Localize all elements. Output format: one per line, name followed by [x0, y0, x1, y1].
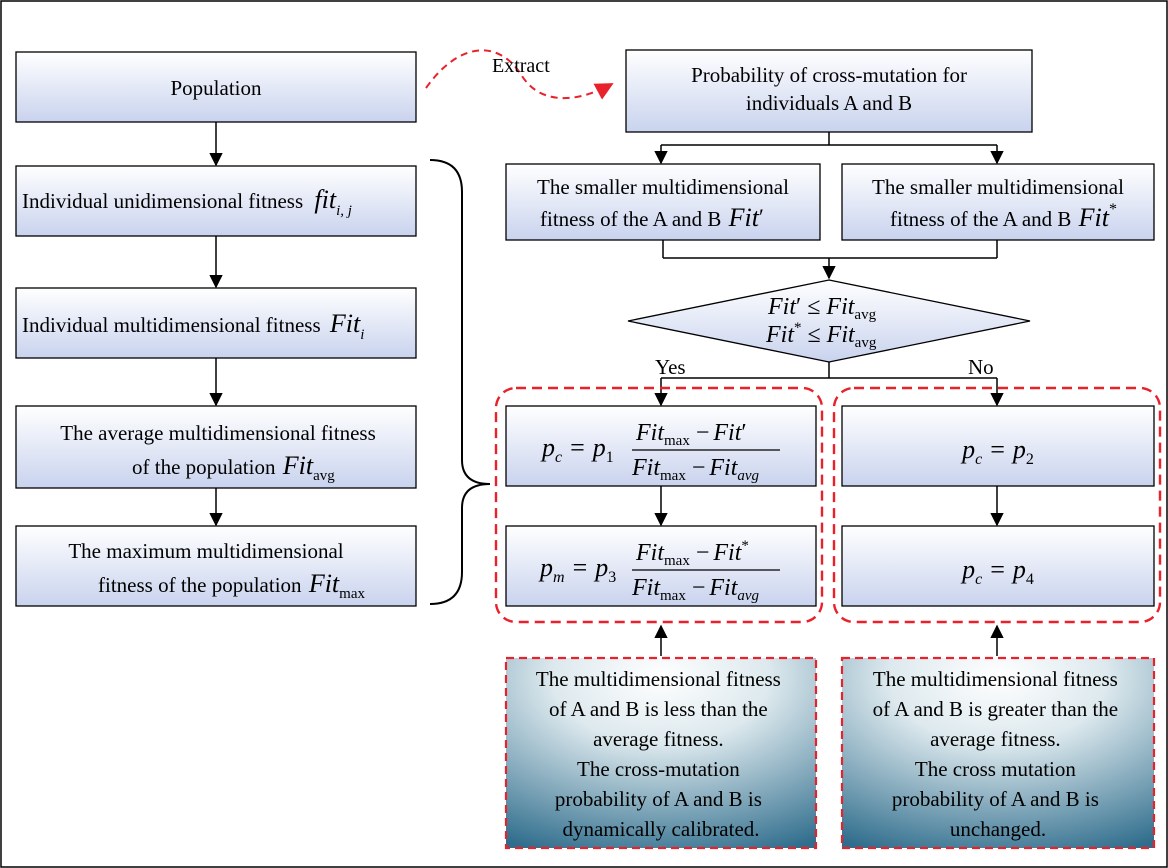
population-label: Population	[170, 76, 262, 100]
average-fitness-line1: The average multidimensional fitness	[60, 421, 376, 445]
note-right-text: The multidimensional fitness of A and B …	[873, 667, 1124, 841]
pc-formula-numerator: Fitmax−Fit′	[635, 420, 747, 449]
pc-p4-formula: pc=p4	[960, 555, 1034, 588]
smaller-b-line1: The smaller multidimensional	[872, 175, 1124, 199]
maximum-fitness-line1: The maximum multidimensional	[68, 539, 343, 563]
smaller-fitness-b-box: The smaller multidimensional fitness of …	[841, 163, 1155, 241]
unidim-fitness-label: Individual unidimensional fitness fiti, …	[22, 185, 352, 219]
pc-formula-lhs: pc=p1	[540, 433, 614, 466]
decision-diamond: Fit′≤Fitavg Fit*≤Fitavg	[627, 279, 1031, 363]
decision-condition-2: Fit*≤Fitavg	[765, 320, 877, 351]
extract-arrow	[425, 49, 614, 100]
pc-p2-box: pc=p2	[841, 405, 1155, 487]
no-label: No	[968, 355, 994, 379]
pm-formula-denominator: Fitmax−Fitavg	[631, 575, 760, 604]
probability-line2: individuals A and B	[746, 91, 912, 115]
multidim-fitness-label: Individual multidimensional fitness Fiti	[22, 309, 364, 343]
extract-label: Extract	[492, 55, 550, 77]
note-right: The multidimensional fitness of A and B …	[840, 656, 1156, 850]
pc-p2-formula: pc=p2	[960, 435, 1034, 468]
decision-condition-1: Fit′≤Fitavg	[767, 294, 877, 323]
unidim-fitness-box: Individual unidimensional fitness fiti, …	[15, 165, 417, 237]
maximum-fitness-line2: fitness of the population Fitmax	[98, 569, 365, 602]
smaller-a-line1: The smaller multidimensional	[537, 175, 789, 199]
smaller-b-line2: fitness of the A and B Fit*	[890, 201, 1117, 232]
population-box: Population	[15, 51, 417, 123]
average-fitness-line2: of the population Fitavg	[132, 451, 335, 484]
note-left-text: The multidimensional fitness of A and B …	[536, 667, 786, 841]
grouping-brace	[429, 159, 491, 605]
probability-line1: Probability of cross-mutation for	[691, 63, 967, 87]
yes-label: Yes	[655, 355, 686, 379]
probability-box: Probability of cross-mutation for indivi…	[625, 49, 1033, 133]
pc-p4-box: pc=p4	[841, 525, 1155, 607]
pc-formula-denominator: Fitmax−Fitavg	[631, 455, 760, 484]
note-left: The multidimensional fitness of A and B …	[504, 656, 818, 850]
maximum-fitness-box: The maximum multidimensional fitness of …	[15, 525, 417, 607]
pc-formula-box: pc=p1 Fitmax−Fit′ Fitmax−Fitavg	[505, 405, 817, 487]
multidim-fitness-box: Individual multidimensional fitness Fiti	[15, 287, 417, 359]
average-fitness-box: The average multidimensional fitness of …	[15, 405, 417, 489]
pm-formula-box: pm=p3 Fitmax−Fit* Fitmax−Fitavg	[505, 525, 817, 607]
pm-formula-numerator: Fitmax−Fit*	[635, 538, 749, 569]
pm-formula-lhs: pm=p3	[538, 553, 616, 586]
smaller-fitness-a-box: The smaller multidimensional fitness of …	[505, 163, 821, 241]
smaller-a-line2: fitness of the A and B Fit′	[540, 203, 764, 232]
